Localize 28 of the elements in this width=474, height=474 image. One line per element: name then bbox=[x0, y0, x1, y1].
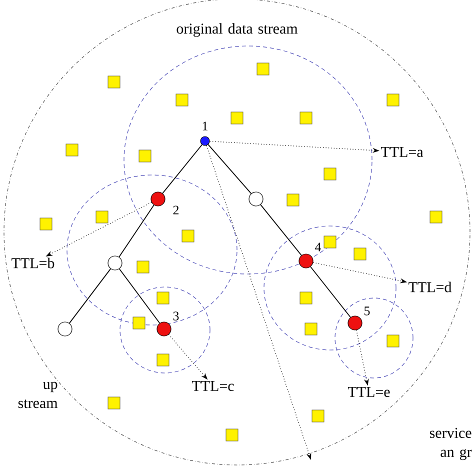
area-label: service an gr bbox=[430, 428, 472, 460]
tree-link bbox=[208, 144, 252, 194]
area-label: up stream bbox=[18, 382, 58, 408]
ttl-label: TTL=c bbox=[192, 381, 234, 391]
area-label: original data stream bbox=[176, 23, 298, 37]
tree-node bbox=[298, 254, 314, 268]
node-number: 4 bbox=[315, 242, 322, 252]
tree-link bbox=[118, 268, 160, 324]
node-number: 5 bbox=[364, 306, 370, 316]
tree-node bbox=[150, 192, 166, 206]
tree-node bbox=[200, 136, 210, 146]
ttl-label: TTL=b bbox=[12, 258, 54, 268]
ttl-label: TTL=a bbox=[380, 147, 424, 157]
ttl-label: TTL=e bbox=[348, 387, 390, 397]
tree-node bbox=[108, 256, 122, 270]
tree-link bbox=[310, 266, 351, 318]
node-number: 1 bbox=[202, 122, 208, 130]
tree-node bbox=[248, 192, 264, 206]
ttl-label: TTL=d bbox=[408, 282, 452, 292]
tree-node bbox=[58, 322, 72, 336]
tree-link bbox=[260, 204, 302, 256]
tree-link bbox=[68, 268, 112, 324]
tree-link bbox=[118, 204, 154, 258]
node-number: 2 bbox=[173, 206, 179, 214]
tree-node bbox=[156, 322, 172, 336]
node-number: 3 bbox=[173, 312, 179, 320]
tree-link bbox=[162, 144, 202, 194]
tree-node bbox=[348, 316, 362, 330]
